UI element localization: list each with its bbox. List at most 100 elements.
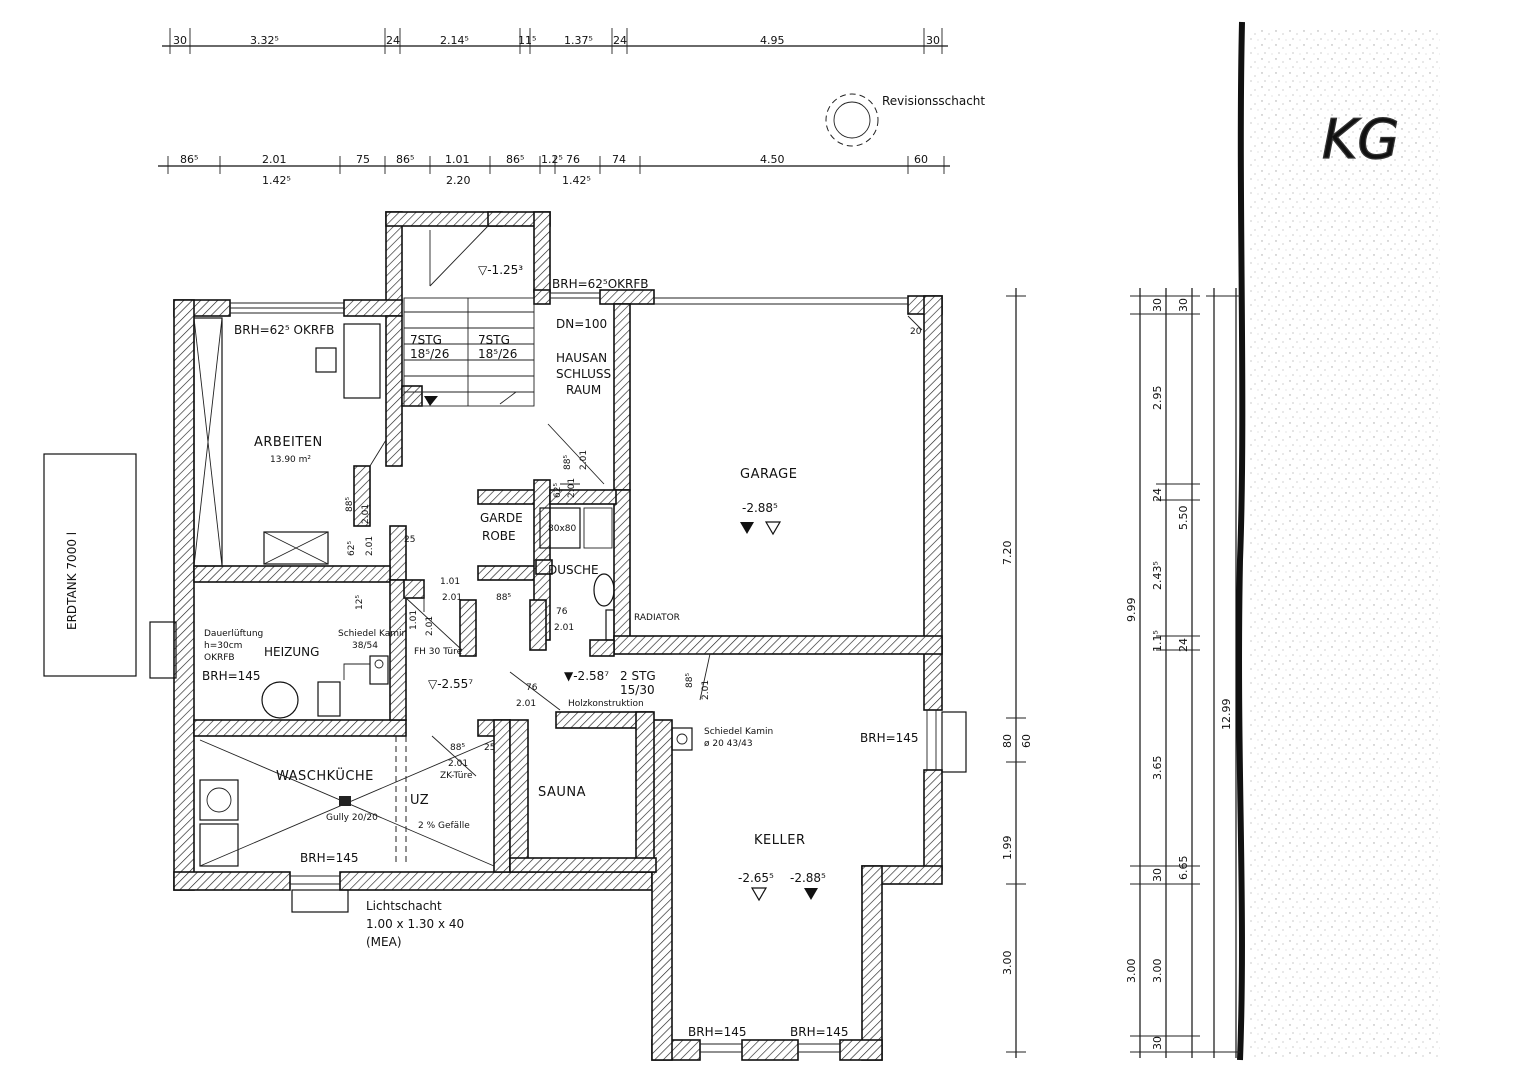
plan-label: 7.20 [1001, 541, 1014, 566]
plan-label: 86⁵ [396, 153, 414, 166]
level-top-landing: ▽-1.25³ [478, 263, 523, 277]
plan-label: 25 [484, 743, 495, 753]
shower-tray [539, 507, 581, 549]
keller-name: KELLER [754, 833, 805, 848]
plan-label: 2.01 [262, 153, 287, 166]
hausanschluss-pipe: DN=100 [556, 317, 607, 331]
chimney-keller [671, 727, 693, 751]
gully-icon [339, 796, 351, 806]
toilet-icon [593, 573, 615, 607]
walls [173, 211, 943, 1061]
plan-label: 3.00 [1001, 951, 1014, 976]
plan-label: 7STG [478, 333, 510, 347]
plan-label: 2 STG [620, 669, 656, 683]
plan-label: (MEA) [366, 935, 402, 949]
plan-label: 62⁵ [553, 483, 563, 498]
plan-label: 2.01 [442, 593, 462, 603]
heizung-name: HEIZUNG [264, 645, 319, 659]
plan-label: 18⁵/26 [410, 347, 449, 361]
dryer [199, 823, 239, 867]
dimension-chain-top-1: 30 3.32⁵ 24 2.14⁵ 11⁵ 1.37⁵ 24 4.95 30 [162, 28, 948, 54]
dusche-name: DUSCHE [548, 563, 599, 577]
plan-label: 1.42⁵ [562, 174, 591, 187]
plan-label: SCHLUSS [556, 367, 611, 381]
plan-label: 1.00 x 1.30 x 40 [366, 917, 464, 931]
level-mark-keller-2 [804, 888, 818, 900]
ground-fill [1250, 30, 1440, 1060]
plan-label: 12⁵ [355, 595, 365, 610]
plan-label: 18⁵/26 [478, 347, 517, 361]
plan-label: 88⁵ [563, 455, 573, 470]
heizung-vent-duct [149, 621, 177, 679]
plan-label: OKRFB [204, 653, 235, 663]
plan-label: Gully 20/20 [326, 813, 378, 823]
plan-label: ZK-Türe [440, 771, 473, 781]
dimension-chain-right: 7.20 80 60 1.99 3.00 9.99 3.00 30 2.95 2… [1001, 288, 1240, 1058]
plan-label: 2.14⁵ [440, 34, 469, 47]
plan-label: BRH=145 [688, 1025, 747, 1039]
plan-label: 2.01 [567, 478, 577, 498]
plan-label: 76 [526, 683, 538, 693]
plan-label: 2.01 [361, 504, 371, 524]
plan-label: 2.01 [701, 680, 711, 700]
garage-name: GARAGE [740, 467, 797, 482]
oil-tank-label: ERDTANK 7000 l [65, 532, 79, 630]
plan-label: 74 [612, 153, 626, 166]
plan-label: 2.95 [1151, 386, 1164, 411]
plan-label: 88⁵ [450, 743, 465, 753]
plan-label: 30 [1177, 298, 1190, 312]
revision-shaft-label: Revisionsschacht [882, 94, 985, 108]
plan-label: 30 [1151, 868, 1164, 882]
plan-label: 30 [926, 34, 940, 47]
plan-label: 2.01 [448, 759, 468, 769]
plan-label: 2.01 [579, 450, 589, 470]
waschkueche-name: WASCHKÜCHE [276, 767, 374, 784]
plan-label: 2.20 [446, 174, 471, 187]
plan-label: ø 20 43/43 [704, 739, 753, 749]
plan-label: 60 [1020, 734, 1033, 748]
plan-label: 2.43⁵ [1151, 561, 1164, 590]
plan-label: 3.32⁵ [250, 34, 279, 47]
plan-label: 3.00 [1125, 959, 1138, 984]
plan-label: 24 [1177, 638, 1190, 652]
plan-label: 1.2⁵ [541, 153, 563, 166]
light-shaft [291, 889, 349, 913]
plan-label: 86⁵ [180, 153, 198, 166]
dimension-chain-top-2: 86⁵ 2.01 75 86⁵ 1.01 86⁵ 1.2⁵ 76 74 4.50… [158, 153, 950, 187]
level-stair-base: ▼-2.58⁷ [564, 669, 609, 683]
level-mark-garage-1 [740, 522, 754, 534]
plan-label: 60 [914, 153, 928, 166]
plan-label: RAUM [566, 383, 601, 397]
plan-label: 30 [1151, 1036, 1164, 1050]
plan-label: 62⁵ [347, 541, 357, 556]
plan-label: Schiedel Kamin [704, 727, 773, 737]
plan-label: 1.01 [445, 153, 470, 166]
plan-label: 88⁵ [685, 673, 695, 688]
plan-label: Dauerlüftung [204, 629, 263, 639]
hausanschluss-sill: BRH=62⁵OKRFB [552, 277, 649, 291]
sauna-name: SAUNA [538, 785, 586, 800]
arbeiten-sill: BRH=62⁵ OKRFB [234, 323, 334, 337]
plan-label: BRH=145 [790, 1025, 849, 1039]
plan-label: 6.65 [1177, 856, 1190, 881]
plan-label: 2.01 [554, 623, 574, 633]
plan-label: 4.95 [760, 34, 785, 47]
plan-label: 1.37⁵ [564, 34, 593, 47]
keller-light-well [941, 711, 967, 773]
plan-label: 4.50 [760, 153, 785, 166]
plan-label: 24 [613, 34, 627, 47]
plan-label: 7STG [410, 333, 442, 347]
chair-icon [315, 347, 337, 373]
plan-label: 1.99 [1001, 836, 1014, 861]
plan-label: 1.01 [409, 610, 419, 630]
plan-label: 25 [404, 535, 415, 545]
plan-label: 30 [173, 34, 187, 47]
radiator-label: RADIATOR [634, 613, 680, 623]
plan-label: 2 % Gefälle [418, 821, 470, 831]
level-mark-keller-1 [750, 887, 768, 902]
plan-label: GARDE [480, 511, 523, 525]
plan-label: -2.65⁵ [738, 871, 774, 885]
plan-label: ROBE [482, 529, 516, 543]
plan-label: 12.99 [1220, 699, 1233, 731]
plan-label: 75 [356, 153, 370, 166]
